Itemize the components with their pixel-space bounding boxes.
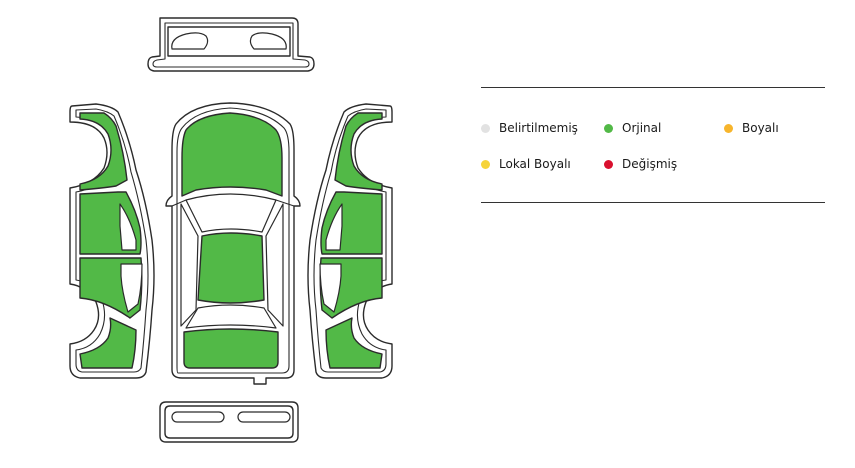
right-rear-fender[interactable] bbox=[325, 317, 383, 369]
left-rear-fender[interactable] bbox=[79, 317, 137, 369]
legend-dot-unspecified bbox=[481, 123, 490, 133]
left-front-window-top bbox=[180, 203, 199, 327]
legend: Belirtilmemiş Orjinal Boyalı Lokal Boyal… bbox=[481, 87, 825, 203]
legend-label-unspecified: Belirtilmemiş bbox=[499, 121, 578, 135]
left-rear-window bbox=[120, 263, 143, 313]
front-left-headlight bbox=[171, 32, 209, 50]
legend-item-unspecified: Belirtilmemiş bbox=[481, 121, 578, 135]
mirror-lines bbox=[171, 199, 295, 207]
right-front-window bbox=[325, 203, 343, 251]
legend-label-replaced: Değişmiş bbox=[622, 157, 678, 171]
front-bumper-group bbox=[147, 17, 315, 72]
roof[interactable] bbox=[197, 232, 265, 304]
legend-dot-locally-painted bbox=[481, 159, 490, 169]
right-front-fender[interactable] bbox=[334, 112, 383, 191]
legend-item-replaced: Değişmiş bbox=[604, 157, 677, 171]
car-damage-diagram bbox=[69, 17, 393, 443]
right-side-view bbox=[307, 103, 393, 379]
car-diagram-svg bbox=[69, 17, 393, 443]
rear-window bbox=[185, 304, 277, 329]
right-rear-window bbox=[319, 263, 342, 313]
left-side-view bbox=[69, 103, 155, 379]
legend-label-original: Orjinal bbox=[622, 121, 662, 135]
front-right-headlight bbox=[249, 32, 287, 50]
right-front-window-top bbox=[265, 203, 284, 327]
legend-dot-painted bbox=[724, 123, 733, 133]
left-front-window bbox=[119, 203, 137, 251]
rear-bumper-group bbox=[159, 401, 299, 443]
legend-item-original: Orjinal bbox=[604, 121, 661, 135]
trunk[interactable] bbox=[183, 328, 279, 369]
legend-label-locally-painted: Lokal Boyalı bbox=[499, 157, 571, 171]
hood[interactable] bbox=[181, 112, 283, 197]
car-top-view bbox=[165, 102, 301, 385]
legend-label-painted: Boyalı bbox=[742, 121, 779, 135]
rear-right-taillight bbox=[237, 411, 291, 423]
legend-dot-replaced bbox=[604, 159, 613, 169]
rear-left-taillight bbox=[171, 411, 225, 423]
legend-item-painted: Boyalı bbox=[724, 121, 779, 135]
left-front-fender[interactable] bbox=[79, 112, 128, 191]
legend-item-locally-painted: Lokal Boyalı bbox=[481, 157, 571, 171]
windshield bbox=[185, 193, 277, 233]
legend-dot-original bbox=[604, 123, 613, 133]
